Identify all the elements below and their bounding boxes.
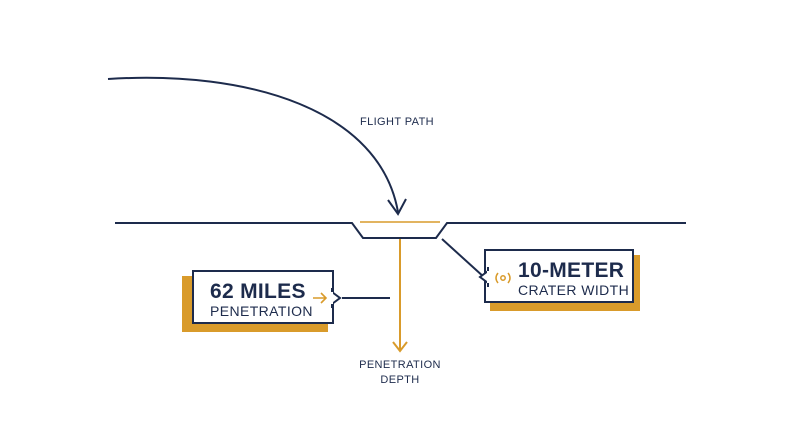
penetration-value: 62 MILES — [210, 280, 306, 303]
penetration-callout-box: 62 MILES PENETRATION — [192, 270, 334, 324]
penetration-depth-label: PENETRATION DEPTH — [350, 358, 450, 388]
crater-caption: CRATER WIDTH — [518, 282, 630, 298]
arrow-right-icon — [313, 292, 328, 304]
flight-path-curve — [107, 76, 399, 213]
penetration-callout-pointer — [330, 288, 342, 308]
penetration-depth-label-line2: DEPTH — [380, 374, 420, 386]
crater-callout-pointer — [478, 267, 490, 287]
crater-waves-icon — [495, 272, 511, 284]
crater-callout-box: 10-METER CRATER WIDTH — [484, 249, 634, 303]
crater-leader-line — [441, 238, 486, 279]
penetration-callout: 62 MILES PENETRATION — [182, 270, 342, 332]
penetration-depth-arrowhead — [392, 341, 408, 353]
penetration-caption: PENETRATION — [210, 303, 313, 319]
ground-line — [115, 222, 686, 239]
flight-path-arrowhead — [387, 198, 407, 216]
crater-callout: 10-METER CRATER WIDTH — [476, 249, 642, 311]
penetration-depth-label-line1: PENETRATION — [359, 359, 441, 371]
crater-value: 10-METER — [518, 259, 625, 282]
flight-path-label: FLIGHT PATH — [359, 116, 435, 128]
